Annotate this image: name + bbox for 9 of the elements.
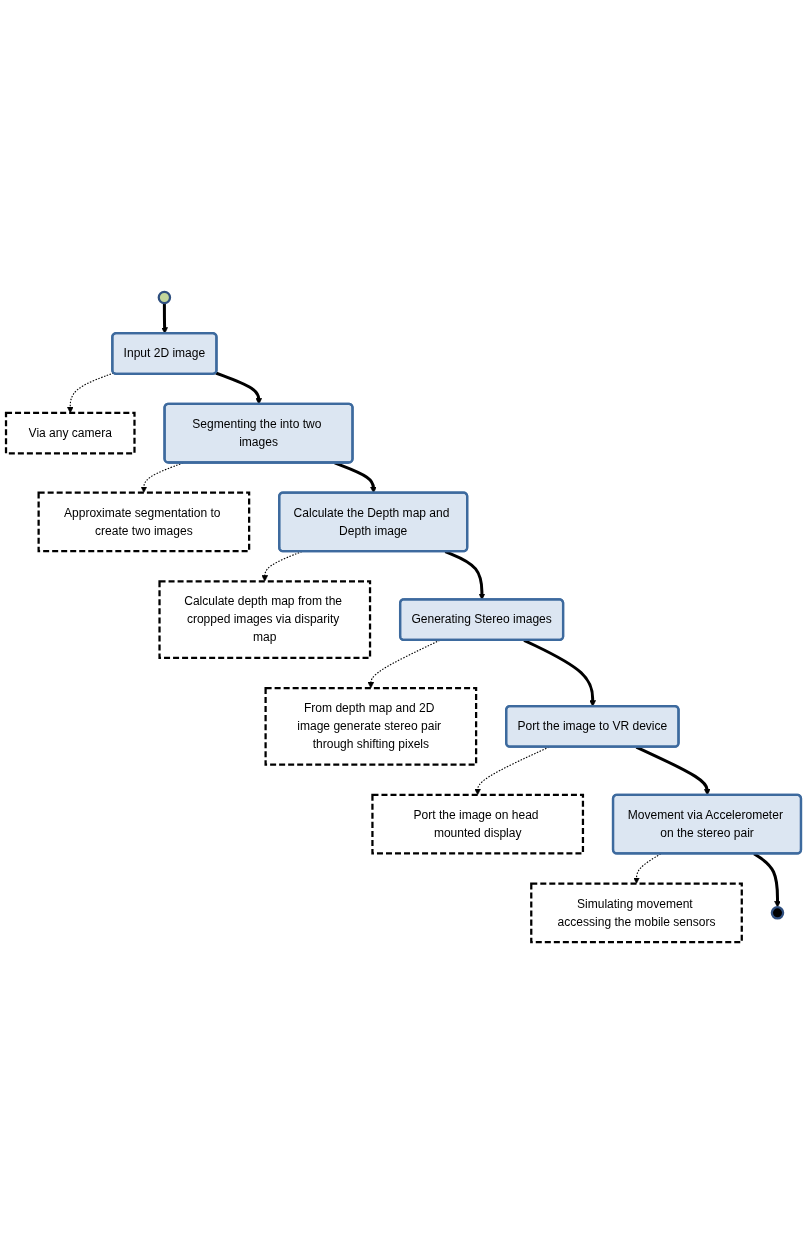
node-box: Via any camera bbox=[4, 411, 136, 455]
node-box: Calculate depth map from the cropped images via disparity map bbox=[158, 580, 372, 660]
arrow bbox=[161, 303, 168, 334]
node-box: Approximate segmentation to create two images bbox=[37, 491, 251, 553]
node-box: Simulating movement accessing the mobile sensors bbox=[530, 882, 743, 944]
node-circle bbox=[770, 906, 785, 920]
node-circle bbox=[157, 290, 172, 305]
node-box: Port the image on head mounted display bbox=[371, 793, 585, 855]
node-box: From depth map and 2D image generate stereo pair through shifting pixels bbox=[264, 686, 478, 766]
